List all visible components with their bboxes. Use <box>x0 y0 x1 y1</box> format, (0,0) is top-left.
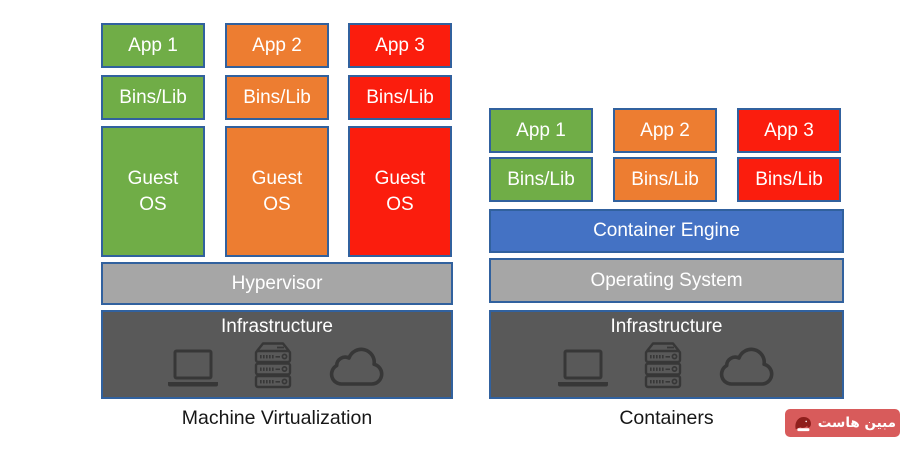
containers-label: Containers <box>619 407 714 429</box>
site-logo-text: مبین هاست <box>817 415 896 431</box>
operating-system-bar: Operating System <box>489 258 844 303</box>
mv-stack3-app-block: App 3 <box>348 23 452 68</box>
mv-stack1-bins-block: Bins/Lib <box>101 75 205 120</box>
laptop-icon <box>168 349 218 387</box>
mv-stack2-app-block: App 2 <box>225 23 329 68</box>
hypervisor-bar: Hypervisor <box>101 262 453 305</box>
c-infrastructure-label: Infrastructure <box>610 316 723 337</box>
mv-stack3-bins-block: Bins/Lib <box>348 75 452 120</box>
mv-stack2-guestos-block: Guest OS <box>225 126 329 257</box>
c-stack3-app-block: App 3 <box>737 108 841 153</box>
mv-infrastructure-label: Infrastructure <box>221 316 333 337</box>
cloud-icon <box>329 347 384 386</box>
mv-stack3-guestos-block: Guest OS <box>348 126 452 257</box>
mv-infrastructure-bar: Infrastructure <box>101 310 453 399</box>
guestos-line2: OS <box>139 193 167 215</box>
guestos-line2: OS <box>263 193 291 215</box>
c-stack2-app-block: App 2 <box>613 108 717 153</box>
c-stack2-bins-block: Bins/Lib <box>613 157 717 202</box>
container-engine-bar: Container Engine <box>489 209 844 253</box>
c-stack1-app-block: App 1 <box>489 108 593 153</box>
laptop-icon <box>557 349 608 387</box>
guestos-line1: Guest <box>374 167 426 189</box>
guestos-line2: OS <box>386 193 414 215</box>
machine-virtualization-label: Machine Virtualization <box>181 407 373 429</box>
server-icon <box>644 342 681 389</box>
c-stack1-bins-block: Bins/Lib <box>489 157 593 202</box>
server-icon <box>254 342 292 389</box>
mv-stack1-guestos-block: Guest OS <box>101 126 205 257</box>
mv-stack2-bins-block: Bins/Lib <box>225 75 329 120</box>
mv-infrastructure-icons <box>166 341 388 389</box>
site-logo: مبین هاست <box>785 409 900 437</box>
c-stack3-bins-block: Bins/Lib <box>737 157 841 202</box>
mv-stack1-app-block: App 1 <box>101 23 205 68</box>
guestos-line1: Guest <box>127 167 179 189</box>
c-infrastructure-bar: Infrastructure <box>489 310 844 399</box>
mammoth-logo-icon <box>795 417 811 432</box>
c-infrastructure-icons <box>556 341 778 389</box>
cloud-icon <box>719 347 773 386</box>
guestos-line1: Guest <box>251 167 303 189</box>
